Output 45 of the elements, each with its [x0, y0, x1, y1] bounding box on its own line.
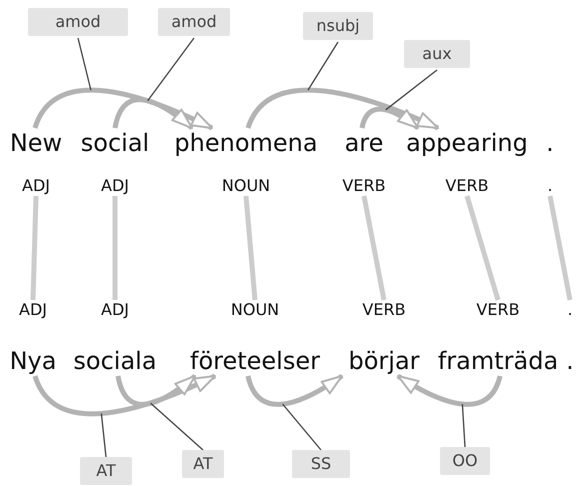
edge-label: SS: [292, 450, 350, 478]
edge-label: nsubj: [303, 12, 373, 40]
edge-label: AT: [80, 457, 132, 485]
dependency-arc: [246, 374, 344, 407]
pos-tag: VERB: [476, 300, 520, 320]
edge-label: amod: [28, 8, 128, 36]
word: are: [344, 128, 384, 158]
pos-tag: .: [567, 300, 573, 320]
alignment-line: [548, 196, 572, 300]
edge-label: AT: [182, 450, 224, 478]
edge-label: aux: [404, 40, 470, 68]
edge-label: OO: [440, 447, 490, 475]
pos-tag: NOUN: [222, 176, 270, 196]
pos-tag: VERB: [342, 176, 386, 196]
pos-tag: ADJ: [101, 300, 129, 320]
alignment-line: [464, 195, 500, 301]
word: Nya: [10, 346, 56, 376]
word: .: [566, 346, 574, 376]
word: social: [80, 128, 150, 158]
pos-tag: .: [547, 176, 553, 196]
pos-tag: ADJ: [22, 176, 50, 196]
word: .: [546, 128, 554, 158]
word: appearing: [406, 128, 528, 158]
edge-label: amod: [158, 8, 230, 36]
word: New: [10, 128, 62, 158]
dependency-arc: [246, 88, 440, 130]
pos-tag: ADJ: [101, 176, 129, 196]
pos-tag: VERB: [362, 300, 406, 320]
pos-tag: ADJ: [19, 300, 47, 320]
word: börjar: [348, 346, 420, 376]
alignment-line: [30, 196, 38, 300]
dependency-arc: [116, 374, 197, 407]
dependency-arc: [396, 374, 502, 407]
dependency-arc: [112, 97, 194, 130]
word: phenomena: [174, 128, 318, 158]
dependency-arc: [32, 88, 214, 130]
alignment-line: [244, 196, 258, 300]
word: sociala: [73, 346, 157, 376]
alignment-line: [362, 196, 386, 300]
pos-tag: NOUN: [230, 300, 280, 320]
alignment-line: [112, 196, 118, 300]
pos-tag: VERB: [445, 176, 489, 196]
word: framträda: [438, 346, 558, 376]
word: företeelser: [190, 346, 320, 376]
dependency-arc: [32, 374, 216, 416]
